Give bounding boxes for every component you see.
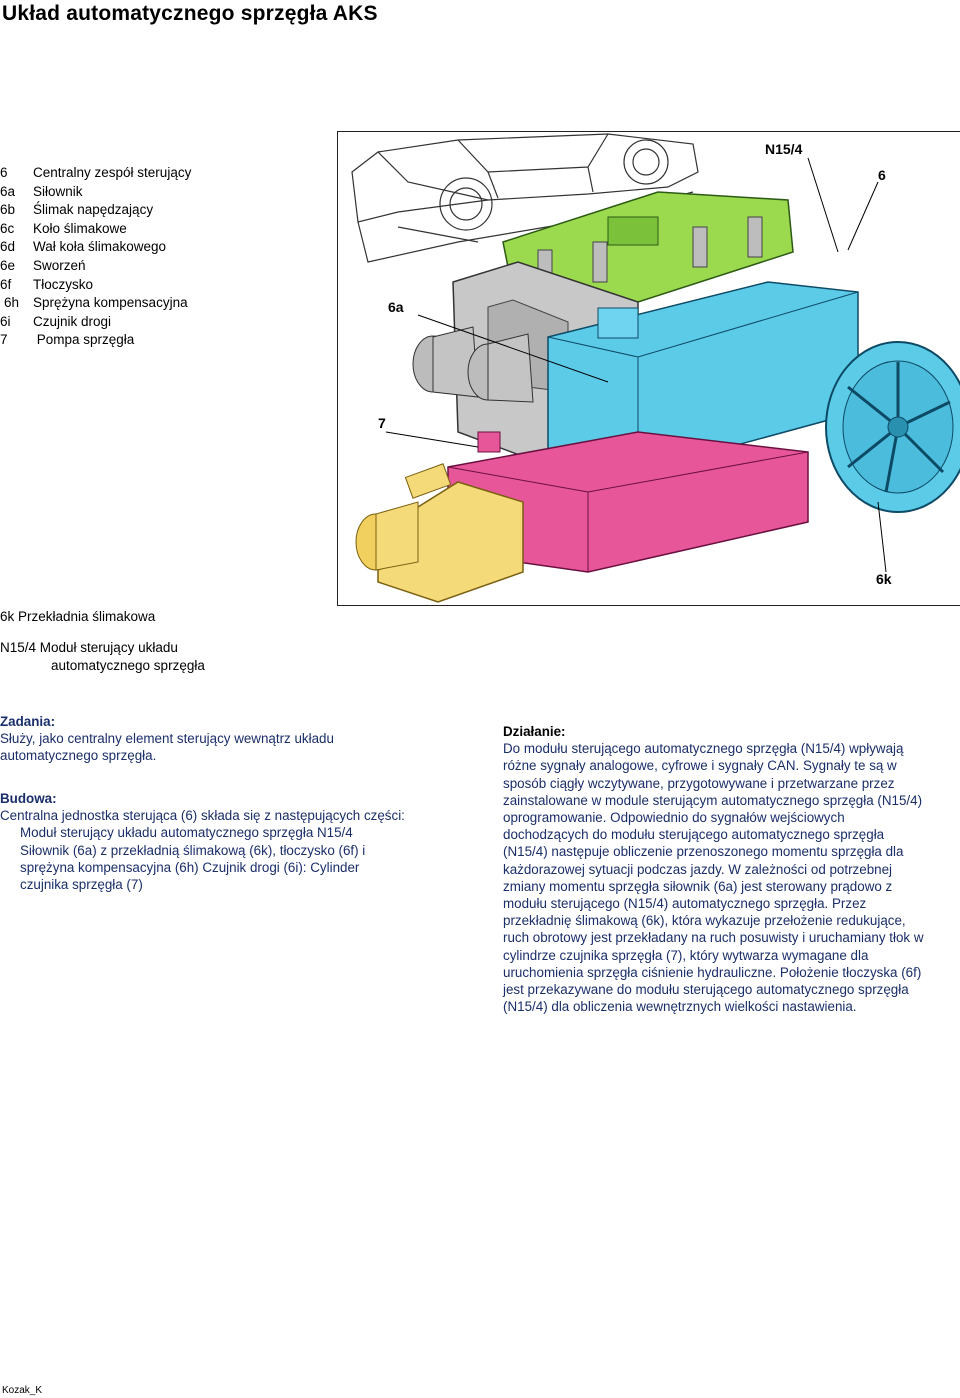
dzialanie-line: dochodzących do modułu sterującego autom…	[503, 827, 885, 843]
legend2-item-6k: 6k Przekładnia ślimakowa	[0, 609, 156, 624]
legend-label: Tłoczysko	[33, 276, 94, 292]
budowa-line: czujnika sprzęgła (7)	[20, 877, 143, 893]
budowa-line: Siłownik (6a) z przekładnią ślimakową (6…	[20, 842, 366, 858]
illustration-svg: N15/4 6 6a 7 6k	[351, 133, 960, 603]
dzialanie-line: sposób ciągły wczytywane, przygotowywane…	[503, 775, 895, 791]
budowa-section: Budowa: Centralna jednostka sterująca (6…	[0, 790, 470, 893]
zadania-heading: Zadania:	[0, 714, 56, 729]
callout-n15-4: N15/4	[765, 141, 803, 157]
callout-7: 7	[378, 415, 386, 431]
page-footer: Kozak_K	[2, 1385, 43, 1396]
parts-legend: 6 Centralny zespół sterujący 6a Siłownik 6…	[0, 164, 191, 350]
parts-legend-2: 6k Przekładnia ślimakowa N15/4 Moduł ste…	[0, 608, 205, 675]
legend-label: Centralny zespół sterujący	[33, 165, 192, 180]
worm-gear-6k	[825, 341, 960, 513]
legend-code: 6b	[0, 202, 16, 218]
zadania-line: automatycznego sprzęgła.	[0, 748, 157, 764]
legend-item: 6 Centralny zespół sterujący	[0, 164, 191, 183]
clutch-unit-illustration: N15/4 6 6a 7 6k	[337, 131, 960, 606]
legend-item: 6i Czujnik drogi	[0, 313, 191, 332]
dzialanie-line: przekładnię ślimakową (6k), która wykazu…	[503, 913, 906, 929]
legend-item: 6e Sworzeń	[0, 257, 191, 276]
clutch-pump-7	[355, 463, 524, 603]
dzialanie-line: (N15/4) następuje obliczenie przenoszone…	[503, 844, 904, 860]
callout-6a: 6a	[388, 299, 404, 315]
legend-label: Pompa sprzęgła	[33, 332, 135, 348]
callout-6: 6	[878, 167, 886, 183]
dzialanie-line: różne sygnały analogowe, cyfrowe i sygna…	[503, 758, 897, 774]
legend-label: Koło ślimakowe	[33, 220, 127, 236]
legend-item: 6b Ślimak napędzający	[0, 201, 191, 220]
legend-code: 6e	[0, 257, 16, 273]
page-title: Układ automatycznego sprzęgła AKS	[2, 2, 378, 25]
legend-code: 6c	[0, 220, 15, 236]
dzialanie-line: jest przekazywane do modułu sterującego …	[503, 982, 909, 998]
dzialanie-line: zainstalowane w module sterującym automa…	[503, 792, 923, 808]
budowa-line: sprężyna kompensacyjna (6h) Czujnik drog…	[20, 859, 360, 875]
budowa-heading: Budowa:	[0, 791, 57, 806]
legend-label: Czujnik drogi	[33, 313, 112, 329]
zadania-section: Zadania: Służy, jako centralny element s…	[0, 713, 470, 765]
legend-label: Siłownik	[33, 183, 83, 199]
dzialanie-line: zmiany momentu sprzęgła siłownik (6a) je…	[503, 878, 893, 894]
dzialanie-line: Do modułu sterującego automatycznego spr…	[503, 741, 904, 757]
zadania-line: Służy, jako centralny element sterujący …	[0, 731, 334, 747]
dzialanie-line: (N15/4) dla obliczenia wewnętrznych wiel…	[503, 999, 857, 1015]
legend-item: 6a Siłownik	[0, 183, 191, 202]
legend-label: Wał koła ślimakowego	[33, 239, 167, 255]
dzialanie-line: każdorazowej sytuacji podczas jazdy. W z…	[503, 861, 893, 877]
legend-code: 7	[0, 332, 8, 348]
budowa-line: Centralna jednostka sterująca (6) składa…	[0, 808, 405, 824]
dzialanie-line: modułu sterującego (N15/4) automatyczneg…	[503, 896, 867, 912]
legend-label: Ślimak napędzający	[33, 202, 154, 218]
legend-code: 6f	[0, 276, 12, 292]
legend-label: Sprężyna kompensacyjna	[33, 295, 188, 311]
legend-label: Sworzeń	[33, 257, 86, 273]
legend-item: 6d Wał koła ślimakowego	[0, 238, 191, 257]
legend-code: 6	[0, 165, 8, 180]
legend2-item-n15-4-line1: N15/4 Moduł sterujący układu	[0, 640, 178, 655]
legend2-item-n15-4-line2: automatycznego sprzęgła	[51, 658, 205, 673]
dzialanie-line: oprogramowanie. Odpowiednio do sygnałów …	[503, 810, 845, 826]
legend-item: 7 Pompa sprzęgła	[0, 331, 191, 350]
dzialanie-section: Działanie: Do modułu sterującego automat…	[503, 723, 953, 1015]
legend-code: 6d	[0, 239, 16, 255]
legend-code: 6i	[0, 313, 11, 329]
legend-item: 6h Sprężyna kompensacyjna	[0, 294, 191, 313]
dzialanie-line: ruch obrotowy jest przekładany na ruch p…	[503, 930, 924, 946]
budowa-line: Moduł sterujący układu automatycznego sp…	[20, 825, 353, 841]
control-module-n15-4	[502, 191, 794, 303]
dzialanie-line: cylindrze czujnika sprzęgła (7), który w…	[503, 947, 869, 963]
legend-item: 6f Tłoczysko	[0, 276, 191, 295]
dzialanie-heading: Działanie:	[503, 724, 566, 739]
dzialanie-line: uruchomienia sprzęgła ciśnienie hydrauli…	[503, 964, 922, 980]
legend-code: 6h	[4, 295, 20, 311]
legend-item: 6c Koło ślimakowe	[0, 220, 191, 239]
callout-6k: 6k	[876, 571, 892, 587]
legend-code: 6a	[0, 183, 16, 199]
